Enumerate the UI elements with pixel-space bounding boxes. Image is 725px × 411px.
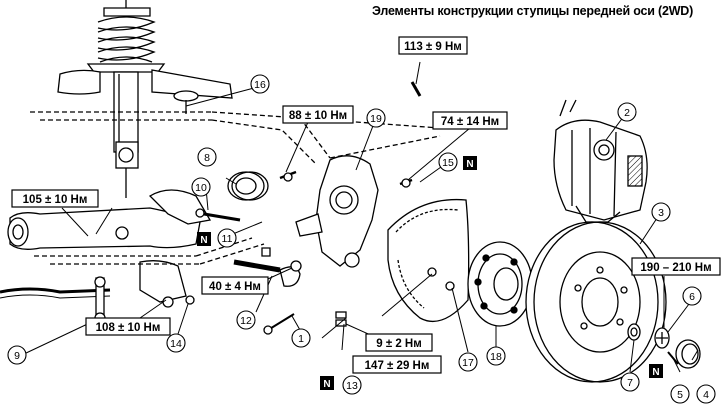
callout-10: 10 xyxy=(191,177,211,197)
new-part-marker-11-text: N xyxy=(200,235,207,246)
new-part-marker-11: N xyxy=(197,232,211,246)
callout-19: 19 xyxy=(366,108,386,128)
torque-label-74-text: 74 ± 14 Нм xyxy=(441,116,499,128)
callout-12: 12 xyxy=(236,310,256,330)
new-part-marker-15-text: N xyxy=(466,159,473,170)
callout-15-text: 15 xyxy=(442,157,454,169)
callout-8-text: 8 xyxy=(204,152,210,164)
lower-arm-assembly xyxy=(0,189,212,324)
callout-6: 6 xyxy=(682,286,702,306)
callout-18-text: 18 xyxy=(490,351,502,363)
callout-10-text: 10 xyxy=(195,182,207,194)
torque-label-190-text: 190 – 210 Нм xyxy=(640,262,711,274)
callout-15: 15 xyxy=(438,152,458,172)
torque-label-40: 40 ± 4 Нм xyxy=(201,276,269,295)
callout-13: 13 xyxy=(342,375,362,395)
callout-3-text: 3 xyxy=(658,207,664,219)
callout-6-text: 6 xyxy=(689,291,695,303)
hub xyxy=(467,241,533,327)
callout-16-text: 16 xyxy=(254,79,266,91)
torque-label-108-text: 108 ± 10 Нм xyxy=(96,322,161,334)
callout-14: 14 xyxy=(166,333,186,353)
torque-label-108: 108 ± 10 Нм xyxy=(85,317,171,336)
callout-7-text: 7 xyxy=(627,377,633,389)
callout-17-text: 17 xyxy=(462,357,474,369)
callout-1: 1 xyxy=(291,328,311,348)
torque-label-190: 190 – 210 Нм xyxy=(631,257,721,276)
callout-4-text: 4 xyxy=(703,389,709,401)
leader-lines xyxy=(23,61,699,373)
new-part-marker-13: N xyxy=(320,376,334,390)
brake-caliper xyxy=(553,99,648,223)
strut-assembly xyxy=(30,0,233,198)
callout-2: 2 xyxy=(617,102,637,122)
torque-label-88-text: 88 ± 10 Нм xyxy=(289,110,347,122)
torque-label-147-text: 147 ± 29 Нм xyxy=(365,360,430,372)
callout-11: 11 xyxy=(217,228,237,248)
callout-5: 5 xyxy=(670,384,690,404)
torque-label-9: 9 ± 2 Нм xyxy=(365,333,433,352)
diagram-title: Элементы конструкции ступицы передней ос… xyxy=(372,4,694,18)
torque-label-74: 74 ± 14 Нм xyxy=(432,111,508,130)
callout-17: 17 xyxy=(458,352,478,372)
new-part-marker-15: N xyxy=(463,156,477,170)
new-part-marker-13-text: N xyxy=(323,379,330,390)
knuckle-assembly xyxy=(195,81,470,335)
callout-3: 3 xyxy=(651,202,671,222)
torque-label-88: 88 ± 10 Нм xyxy=(282,105,354,124)
new-part-marker-5-text: N xyxy=(652,367,659,378)
callout-9: 9 xyxy=(7,345,27,365)
torque-label-40-text: 40 ± 4 Нм xyxy=(209,281,261,293)
torque-label-9-text: 9 ± 2 Нм xyxy=(376,338,422,350)
callout-19-text: 19 xyxy=(370,113,382,125)
callout-8: 8 xyxy=(197,147,217,167)
callout-14-text: 14 xyxy=(170,338,182,350)
hub-small-parts xyxy=(627,323,701,369)
torque-label-105-text: 105 ± 10 Нм xyxy=(23,194,88,206)
brake-rotor xyxy=(525,221,667,383)
new-part-marker-5: N xyxy=(649,364,663,378)
callout-1-text: 1 xyxy=(298,333,304,345)
callout-13-text: 13 xyxy=(346,380,358,392)
torque-label-113-text: 113 ± 9 Нм xyxy=(404,41,462,53)
callout-9-text: 9 xyxy=(14,350,20,362)
torque-label-105: 105 ± 10 Нм xyxy=(11,189,99,208)
callout-16: 16 xyxy=(250,74,270,94)
torque-label-147: 147 ± 29 Нм xyxy=(352,355,442,374)
callout-4: 4 xyxy=(696,384,716,404)
callout-7: 7 xyxy=(620,372,640,392)
callout-18: 18 xyxy=(486,346,506,366)
callout-11-text: 11 xyxy=(222,233,233,245)
torque-label-113: 113 ± 9 Нм xyxy=(398,36,468,55)
callout-5-text: 5 xyxy=(677,389,683,401)
callout-2-text: 2 xyxy=(624,107,630,119)
callout-12-text: 12 xyxy=(240,315,252,327)
